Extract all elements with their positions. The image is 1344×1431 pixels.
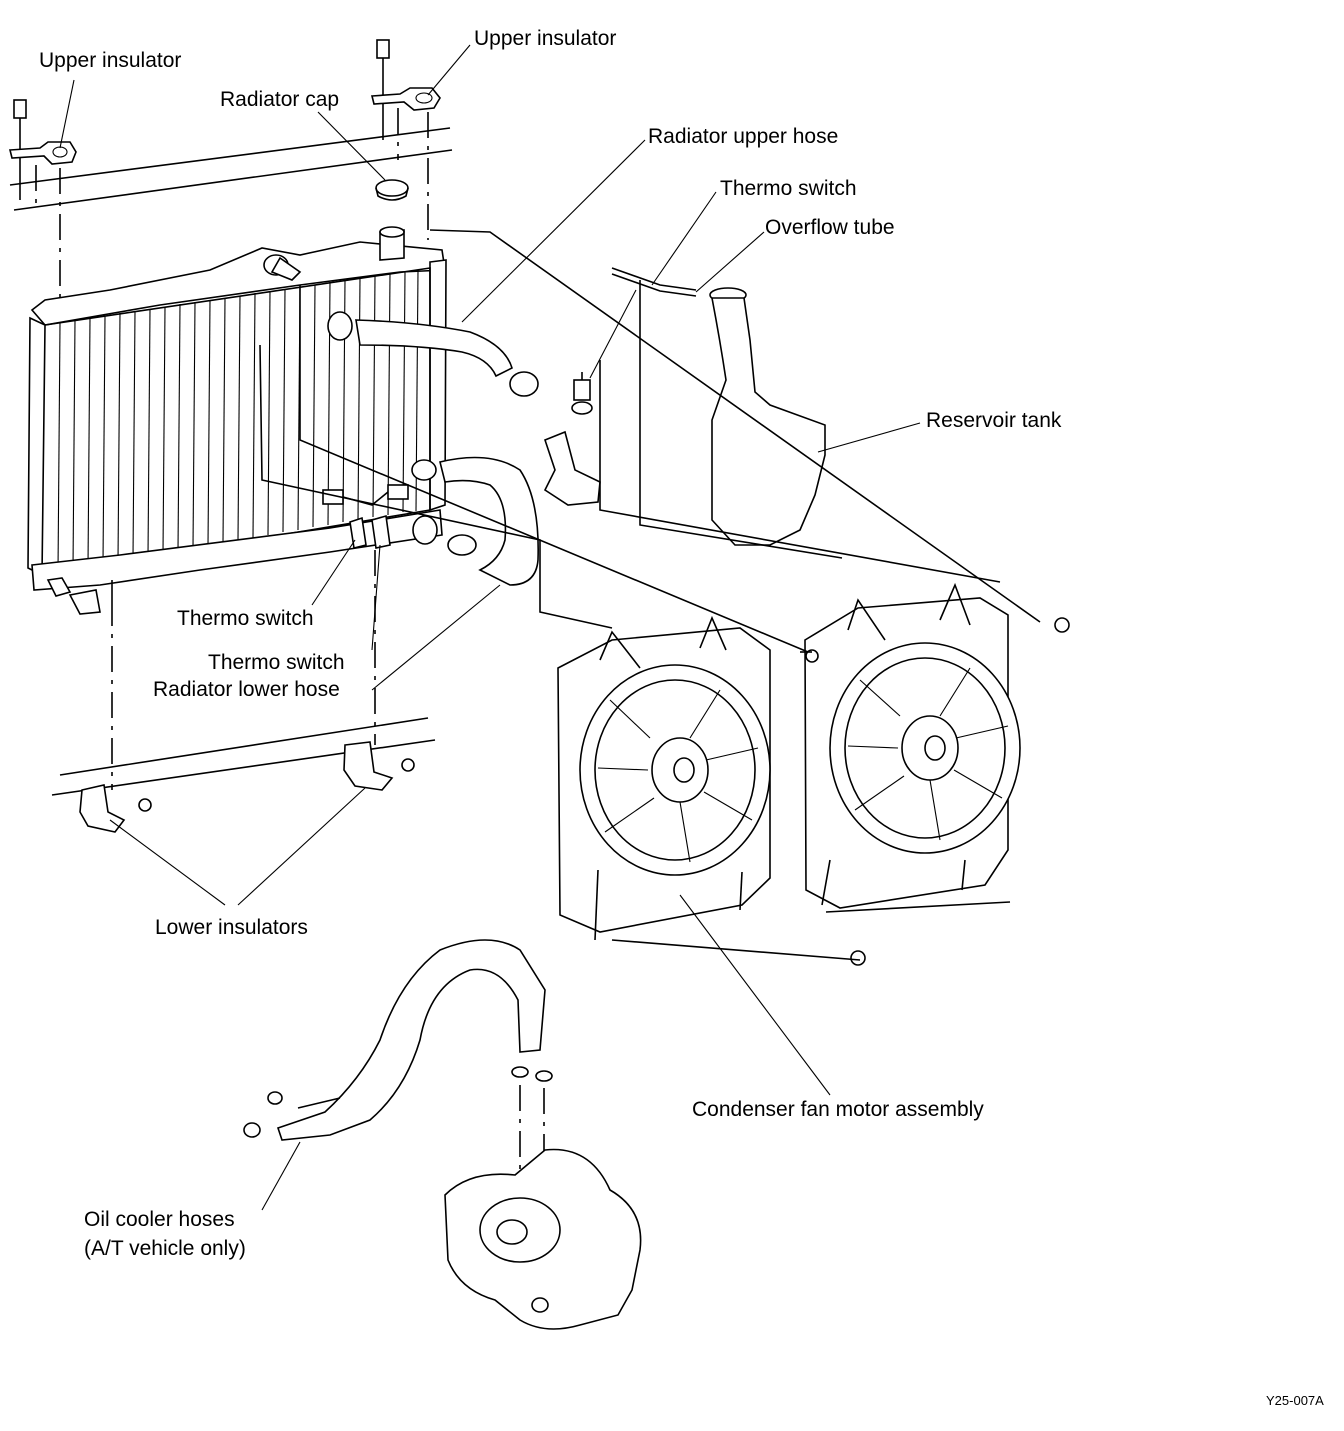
oil-cooler-hoses-part bbox=[243, 939, 553, 1170]
overflow-tube-part bbox=[611, 267, 697, 297]
upper-support-rail bbox=[9, 127, 453, 211]
lower-insulators-part bbox=[79, 741, 415, 833]
label-oil-cooler-hoses-line2: (A/T vehicle only) bbox=[84, 1237, 246, 1260]
label-radiator-lower-hose: Radiator lower hose bbox=[153, 678, 340, 701]
label-condenser-fan-motor-assembly: Condenser fan motor assembly bbox=[692, 1098, 984, 1121]
radiator-upper-hose-part bbox=[263, 254, 539, 397]
radiator-cap-part bbox=[375, 179, 409, 201]
label-reservoir-tank: Reservoir tank bbox=[926, 409, 1062, 432]
label-thermo-switch-lower-1: Thermo switch bbox=[177, 607, 314, 630]
label-thermo-switch-lower-2: Thermo switch bbox=[208, 651, 345, 674]
radiator-lower-hose-part bbox=[411, 456, 539, 586]
leader-lines bbox=[59, 44, 921, 1211]
thermo-switch-top-part bbox=[571, 372, 593, 415]
label-upper-insulator-left: Upper insulator bbox=[39, 49, 182, 72]
condenser-fan-right-part bbox=[804, 582, 1021, 909]
figure-code: Y25-007A bbox=[1266, 1393, 1324, 1408]
label-oil-cooler-hoses-line1: Oil cooler hoses bbox=[84, 1208, 235, 1231]
upper-insulator-right-part bbox=[370, 39, 441, 240]
transmission-part bbox=[444, 1148, 642, 1330]
label-overflow-tube: Overflow tube bbox=[765, 216, 895, 239]
upper-insulator-left-part bbox=[8, 99, 77, 300]
condenser-fan-left-part bbox=[557, 615, 771, 941]
fan-bolts bbox=[805, 617, 1070, 966]
label-lower-insulators: Lower insulators bbox=[155, 916, 308, 939]
label-radiator-cap: Radiator cap bbox=[220, 88, 340, 111]
label-radiator-upper-hose: Radiator upper hose bbox=[648, 125, 839, 148]
assembly-guide-lines bbox=[259, 229, 1041, 961]
label-upper-insulator-right: Upper insulator bbox=[474, 27, 617, 50]
radiator-part bbox=[27, 226, 447, 615]
reservoir-tank-part bbox=[709, 287, 826, 546]
label-thermo-switch-top: Thermo switch bbox=[720, 177, 857, 200]
water-outlet-part bbox=[543, 430, 601, 506]
